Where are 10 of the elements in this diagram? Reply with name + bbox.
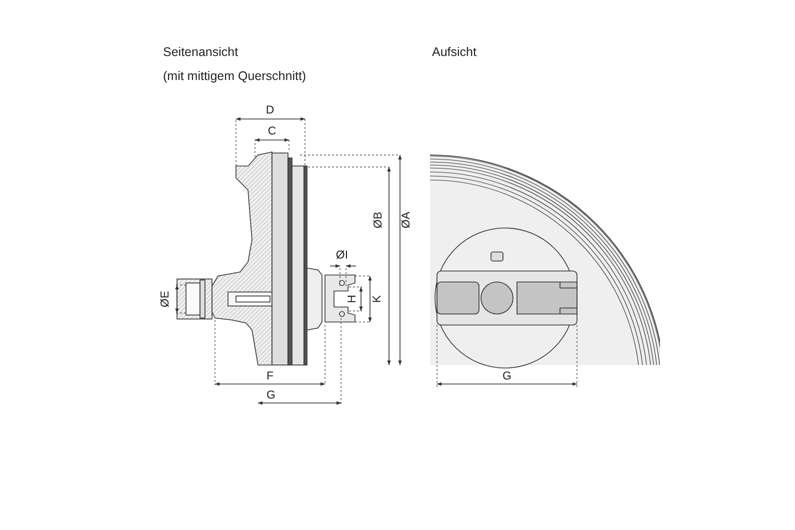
dimension-label: ØI [336, 250, 348, 262]
dimension-label: ØE [160, 290, 172, 308]
view-title: Seitenansicht [163, 46, 238, 58]
dimension-label: C [268, 126, 276, 138]
dimension-label: G [502, 371, 512, 383]
dimension-label: G [266, 390, 276, 402]
dimension-label: ØA [401, 212, 413, 228]
view-title: Aufsicht [432, 46, 476, 58]
view-title: (mit mittigem Querschnitt) [163, 70, 306, 82]
dimension-label: ØB [373, 212, 385, 228]
